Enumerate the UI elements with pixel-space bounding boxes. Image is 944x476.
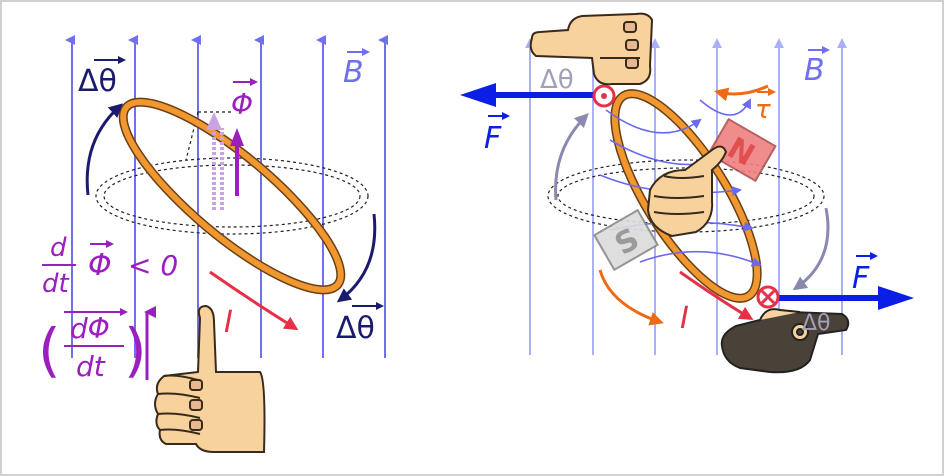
angle-label-top-right: Δθ (540, 65, 574, 95)
paren-dt: dt (76, 350, 106, 383)
angle-label-top-left: Δθ (78, 64, 117, 99)
angle-label-bottom-left: Δθ (336, 311, 375, 346)
field-label-right: B (804, 53, 825, 88)
flux-arrows-left (206, 112, 244, 210)
paren-close: ) (124, 316, 147, 384)
eq-relation: < 0 (128, 249, 178, 282)
force-label-left: F (484, 121, 502, 156)
flux-vector-tip (250, 78, 258, 86)
flux-label: Φ (231, 88, 253, 121)
torque-arrow-top (714, 84, 769, 102)
field-vector-tip-right (822, 46, 830, 54)
current-arrow-right (679, 270, 754, 321)
force-arrow-right (778, 286, 914, 310)
torque-label: τ (755, 95, 771, 125)
rotation-arrow-top-left (85, 103, 123, 196)
field-label-left: B (343, 55, 364, 90)
magnet-south: S (592, 208, 660, 272)
rotation-arrow-bottom-right (792, 207, 830, 291)
current-label-left: I (224, 305, 233, 340)
eq-d: d (50, 233, 67, 263)
angle-vector-tip (118, 56, 126, 64)
torque-arrow-bottom (598, 269, 664, 326)
current-in-cross-icon (756, 285, 780, 309)
torque-vector-tip (768, 88, 776, 96)
force-arrow-left (460, 83, 596, 107)
rotation-arrow-top-right (554, 113, 589, 201)
angle-label-bottom-right: Δθ (802, 311, 831, 336)
eq-phi: Φ (88, 248, 112, 283)
current-arrow-left (209, 270, 299, 331)
current-label-right: I (680, 301, 689, 336)
left-panel: Δθ B Φ I Δθ d dt Φ < 0 ( ) dΦ (38, 35, 388, 453)
force-vector-tip-right (870, 252, 878, 260)
force-label-right: F (852, 261, 870, 296)
paren-open: ( (38, 316, 61, 384)
fist-thumb-hand-icon (646, 145, 728, 238)
pointing-hand-icon (529, 12, 654, 86)
dark-pointing-hand-icon (720, 308, 850, 374)
flux-rate-symbol: ( ) dΦ dt (38, 308, 147, 384)
thumbs-up-hand-icon (154, 304, 266, 453)
rotation-arrow-bottom-left (336, 213, 377, 303)
eq-dt: dt (42, 269, 70, 299)
magnet-north: N (707, 117, 777, 183)
angle-vector-tip-bottom (376, 302, 384, 310)
reference-ellipse-right (547, 159, 825, 233)
right-panel: N S (460, 12, 914, 374)
field-vector-tip-left (362, 48, 370, 56)
current-out-dot-icon (592, 84, 616, 108)
paren-dphi: dΦ (70, 312, 110, 345)
force-vector-tip-left (502, 112, 510, 120)
flux-derivative-equation: d dt Φ < 0 (42, 233, 178, 299)
loop-ring-left (118, 97, 346, 295)
